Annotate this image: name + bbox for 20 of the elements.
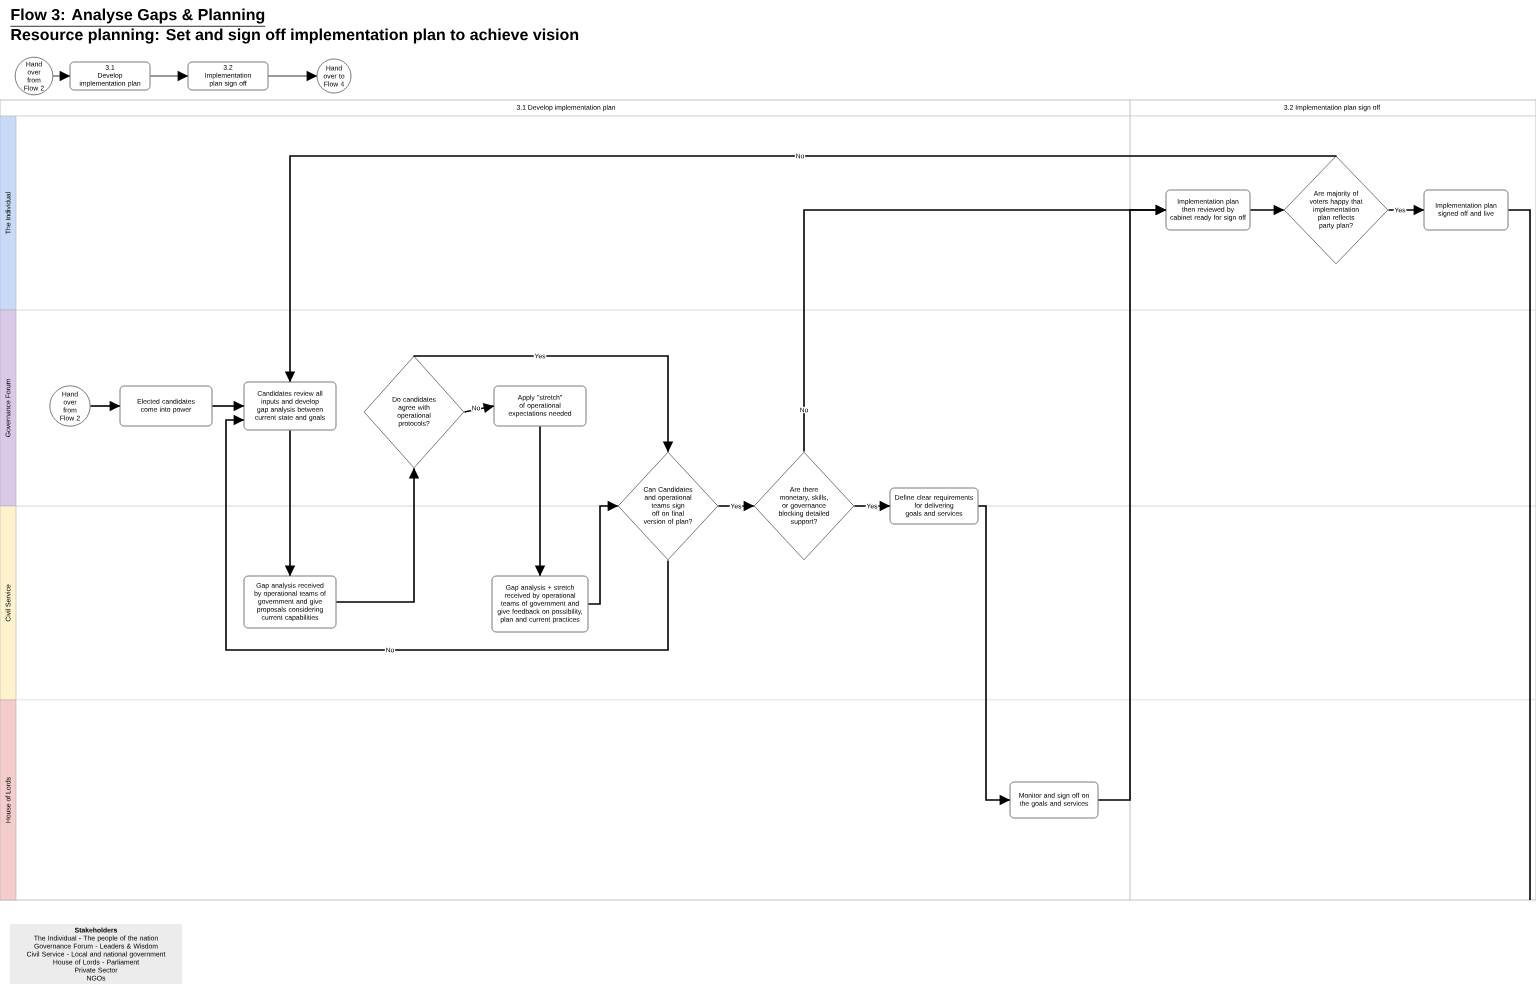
arrow	[717, 500, 755, 512]
arrow	[284, 429, 296, 577]
arrow	[150, 70, 189, 82]
arrow	[587, 500, 619, 605]
arrow	[52, 70, 71, 82]
arrow	[413, 354, 674, 453]
arrow	[89, 400, 121, 412]
arrow	[225, 414, 669, 651]
arrow	[463, 402, 495, 414]
arrow	[534, 425, 546, 577]
arrow	[211, 400, 245, 412]
subtitle: Resource planning: Set and sign off implementation plan to achieve vision	[11, 28, 579, 44]
arrow	[977, 505, 1011, 806]
title: Flow 3: Analyse Gaps & Planning	[10, 8, 266, 27]
arrow	[1249, 204, 1285, 216]
arrow	[335, 467, 420, 603]
arrow	[268, 70, 318, 82]
arrow	[1097, 204, 1167, 801]
arrow	[284, 154, 1337, 383]
arrow	[853, 500, 891, 512]
